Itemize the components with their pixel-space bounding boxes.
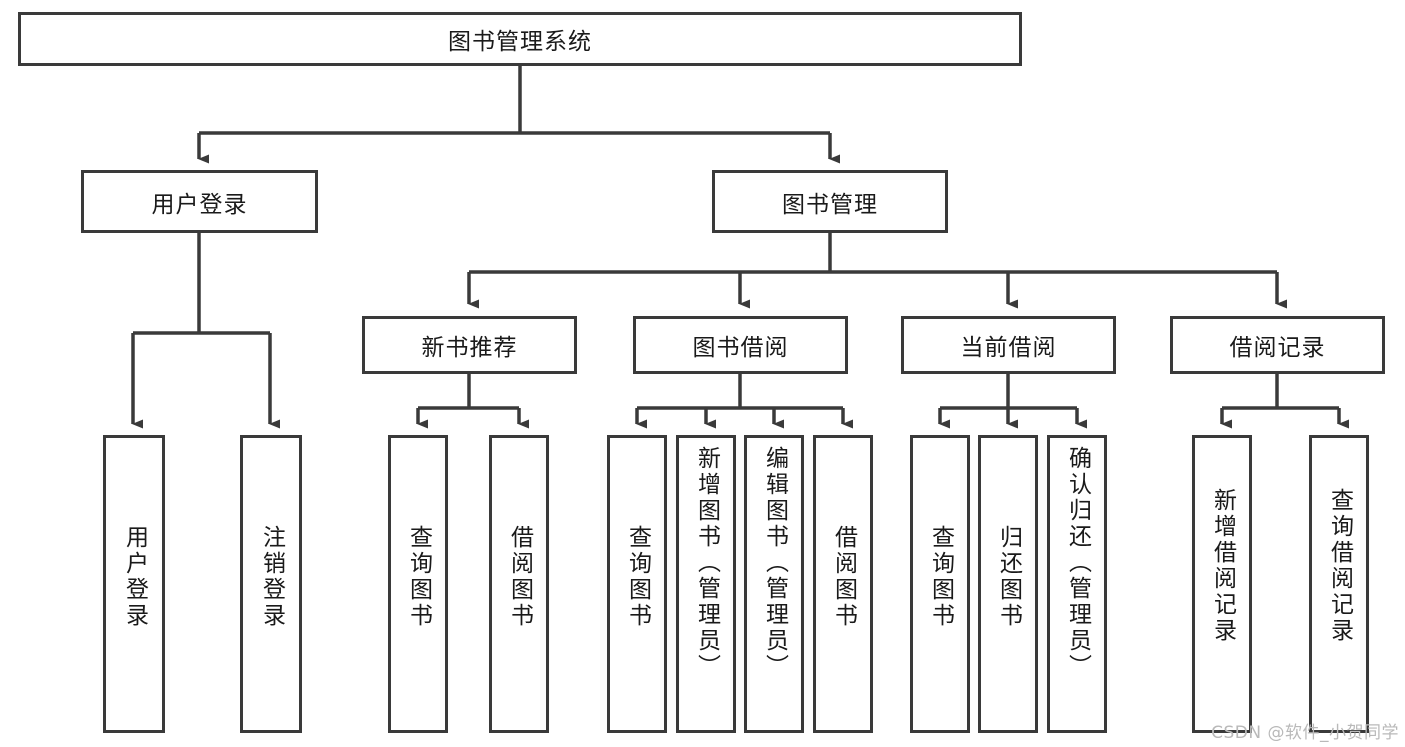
node-label: 用户登录 <box>151 191 248 218</box>
node-label: 图书管理系统 <box>448 29 592 55</box>
leaf-confirm-return-admin[interactable]: 确认归还（管理员） <box>1047 435 1107 733</box>
leaf-query-book-borrow[interactable]: 查询图书 <box>607 435 667 733</box>
node-book-borrow[interactable]: 图书借阅 <box>633 316 848 374</box>
leaf-edit-book-admin[interactable]: 编辑图书（管理员） <box>744 435 804 733</box>
node-label: 图书管理 <box>782 191 878 218</box>
node-new-book-recommend[interactable]: 新书推荐 <box>362 316 577 374</box>
node-label: 借阅图书 <box>830 525 857 629</box>
node-label: 查询借阅记录 <box>1326 488 1353 644</box>
node-label: 当前借阅 <box>960 335 1057 361</box>
leaf-borrow-book-new[interactable]: 借阅图书 <box>489 435 549 733</box>
leaf-query-book-new[interactable]: 查询图书 <box>388 435 448 733</box>
node-label: 用户登录 <box>121 525 148 629</box>
node-label: 图书借阅 <box>692 335 789 361</box>
node-label: 查询图书 <box>405 525 432 629</box>
leaf-query-book-current[interactable]: 查询图书 <box>910 435 970 733</box>
node-borrow-record[interactable]: 借阅记录 <box>1170 316 1385 374</box>
leaf-add-book-admin[interactable]: 新增图书（管理员） <box>676 435 736 733</box>
node-label: 新书推荐 <box>421 335 518 361</box>
node-label: 新增借阅记录 <box>1209 488 1236 644</box>
node-label: 查询图书 <box>927 525 954 629</box>
node-label: 归还图书 <box>995 525 1022 629</box>
node-book-management[interactable]: 图书管理 <box>712 170 948 233</box>
node-label: 借阅记录 <box>1229 335 1326 361</box>
leaf-add-borrow-record[interactable]: 新增借阅记录 <box>1192 435 1252 733</box>
node-root-book-management-system[interactable]: 图书管理系统 <box>18 12 1022 66</box>
node-label: 新增图书（管理员） <box>693 446 720 680</box>
node-label: 编辑图书（管理员） <box>761 446 788 680</box>
node-label: 确认归还（管理员） <box>1064 446 1091 680</box>
leaf-return-book[interactable]: 归还图书 <box>978 435 1038 733</box>
node-label: 借阅图书 <box>506 525 533 629</box>
node-user-login[interactable]: 用户登录 <box>81 170 318 233</box>
node-current-borrow[interactable]: 当前借阅 <box>901 316 1116 374</box>
leaf-borrow-book[interactable]: 借阅图书 <box>813 435 873 733</box>
leaf-logout[interactable]: 注销登录 <box>240 435 302 733</box>
leaf-user-login[interactable]: 用户登录 <box>103 435 165 733</box>
watermark-text: CSDN @软件_小贺同学 <box>1211 723 1399 743</box>
node-label: 查询图书 <box>624 525 651 629</box>
node-label: 注销登录 <box>258 525 285 629</box>
leaf-query-borrow-record[interactable]: 查询借阅记录 <box>1309 435 1369 733</box>
